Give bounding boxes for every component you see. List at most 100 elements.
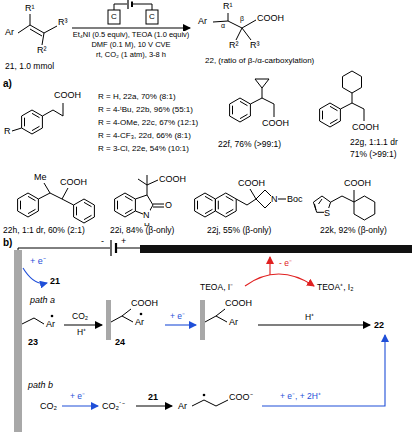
scheme-label: - — [101, 236, 104, 246]
scheme-label: 22i, 84% (β-only) — [110, 226, 174, 236]
bond-line — [20, 201, 21, 210]
scheme-label: 22 — [374, 320, 384, 330]
scheme-label: R² — [229, 40, 239, 50]
bond-line — [240, 101, 247, 105]
bond-line — [205, 316, 216, 322]
bond-line — [226, 196, 233, 200]
scheme-label: + e⁻, + 2H⁺ — [280, 392, 321, 402]
bond-line — [44, 26, 57, 33]
scheme-label: CO₂ — [40, 401, 57, 411]
electrode-rod — [108, 10, 120, 24]
reaction-arrow — [72, 27, 190, 28]
bond-line — [236, 28, 242, 40]
bond-line — [204, 400, 216, 406]
oxidation-arrow — [245, 274, 314, 286]
bond-line — [50, 193, 62, 199]
scheme-label: 22j, 55% (β-only) — [207, 226, 271, 236]
bond-line — [197, 201, 198, 210]
scheme-label: 24 — [115, 337, 125, 347]
bond-line — [218, 201, 219, 210]
bond-line — [315, 204, 317, 210]
scheme-label: R = 3-Cl, 22e, 54% (10:1) — [98, 144, 189, 153]
bond-line — [247, 199, 256, 205]
scheme-label: N — [143, 210, 150, 220]
scheme-label: CO₂˙⁻ — [102, 401, 125, 411]
scheme-label: COOH — [54, 90, 81, 100]
bond-line — [240, 114, 247, 118]
radical-dot — [51, 315, 54, 318]
scheme-label: Ar — [178, 401, 187, 411]
bond-line — [111, 316, 122, 322]
scheme-label: S — [324, 208, 330, 218]
electrode-rod — [146, 10, 158, 24]
bond-line — [192, 400, 204, 406]
scheme-label: 22, (ratio of β-/α-carboxylation) — [205, 56, 314, 65]
scheme-label: H⁺ — [77, 328, 86, 338]
cathode-electrode — [14, 250, 22, 432]
bond-line — [117, 248, 140, 249]
bond-line — [62, 199, 74, 205]
scheme-label: + e⁻ — [70, 392, 85, 402]
bond-line — [262, 88, 263, 98]
ring-bond — [74, 199, 95, 223]
reaction-arrow — [62, 405, 98, 406]
scheme-label: COOH — [352, 122, 379, 132]
scheme-label: COO⁻ — [229, 392, 253, 402]
scheme-label: b) — [3, 237, 12, 249]
bond-line — [319, 199, 323, 204]
scheme-label: 22k, 92% (β-only) — [320, 226, 387, 236]
scheme-label: C — [111, 12, 117, 21]
scheme-label: R² — [37, 45, 47, 55]
scheme-label: R¹ — [223, 1, 233, 11]
bond-line — [12, 128, 22, 131]
bond-line — [342, 196, 354, 202]
scheme-label: COOH — [60, 177, 87, 187]
bond-line — [330, 119, 337, 123]
bond-line — [34, 318, 44, 324]
scheme-label: R = H, 22a, 70% (8:1) — [98, 92, 176, 101]
ring-bond — [354, 196, 375, 220]
scheme-label: C — [149, 12, 155, 21]
scheme-label: TEOA, I⁻ — [200, 283, 233, 293]
bond-line — [30, 25, 44, 33]
scheme-label: N — [271, 194, 278, 204]
bond-line — [84, 202, 91, 206]
bond-line — [28, 196, 35, 200]
scheme-label: 22g, 1:1.1 dr — [350, 138, 398, 148]
ring-bond — [255, 79, 269, 88]
bond-line — [30, 14, 31, 25]
bond-line — [216, 309, 225, 316]
bond-line — [28, 209, 35, 213]
scheme-label: CO₂ — [72, 312, 88, 322]
bond-line — [32, 113, 39, 117]
bond-line — [44, 183, 50, 193]
scheme-label: COOH — [225, 298, 252, 308]
ring-bond — [320, 103, 341, 127]
scheme-label: DMF (0.1 M), 10 V CVE — [91, 41, 170, 50]
bond-line — [115, 243, 117, 253]
bond-line — [84, 215, 91, 219]
bond-line — [205, 196, 212, 200]
scheme-label: 71% (>99:1) — [350, 150, 397, 160]
scheme-label: Et₄NI (0.5 equiv), TEOA (1.0 equiv) — [73, 31, 190, 40]
bond-line — [127, 0, 128, 9]
electron-transfer-arrow — [269, 257, 270, 275]
cathode-electrode — [200, 300, 205, 340]
bond-line — [262, 98, 274, 104]
scheme-label: α — [221, 22, 225, 30]
scheme-label: COOH — [262, 118, 289, 128]
bond-line — [242, 20, 256, 28]
bond-line — [18, 25, 30, 33]
scheme-label: + e⁻ — [170, 312, 185, 322]
bond-line — [131, 2, 133, 8]
bond-line — [278, 199, 286, 200]
scheme-label: 21 — [148, 392, 158, 402]
scheme-label: path b — [28, 380, 53, 390]
scheme-label: R = 4-CF₃, 22d, 66% (8:1) — [98, 131, 191, 140]
bond-line — [125, 209, 132, 213]
scheme-label: R = 4-OMe, 22c, 67% (12:1) — [98, 118, 198, 127]
bond-line — [32, 126, 39, 130]
bond-line — [62, 188, 68, 199]
